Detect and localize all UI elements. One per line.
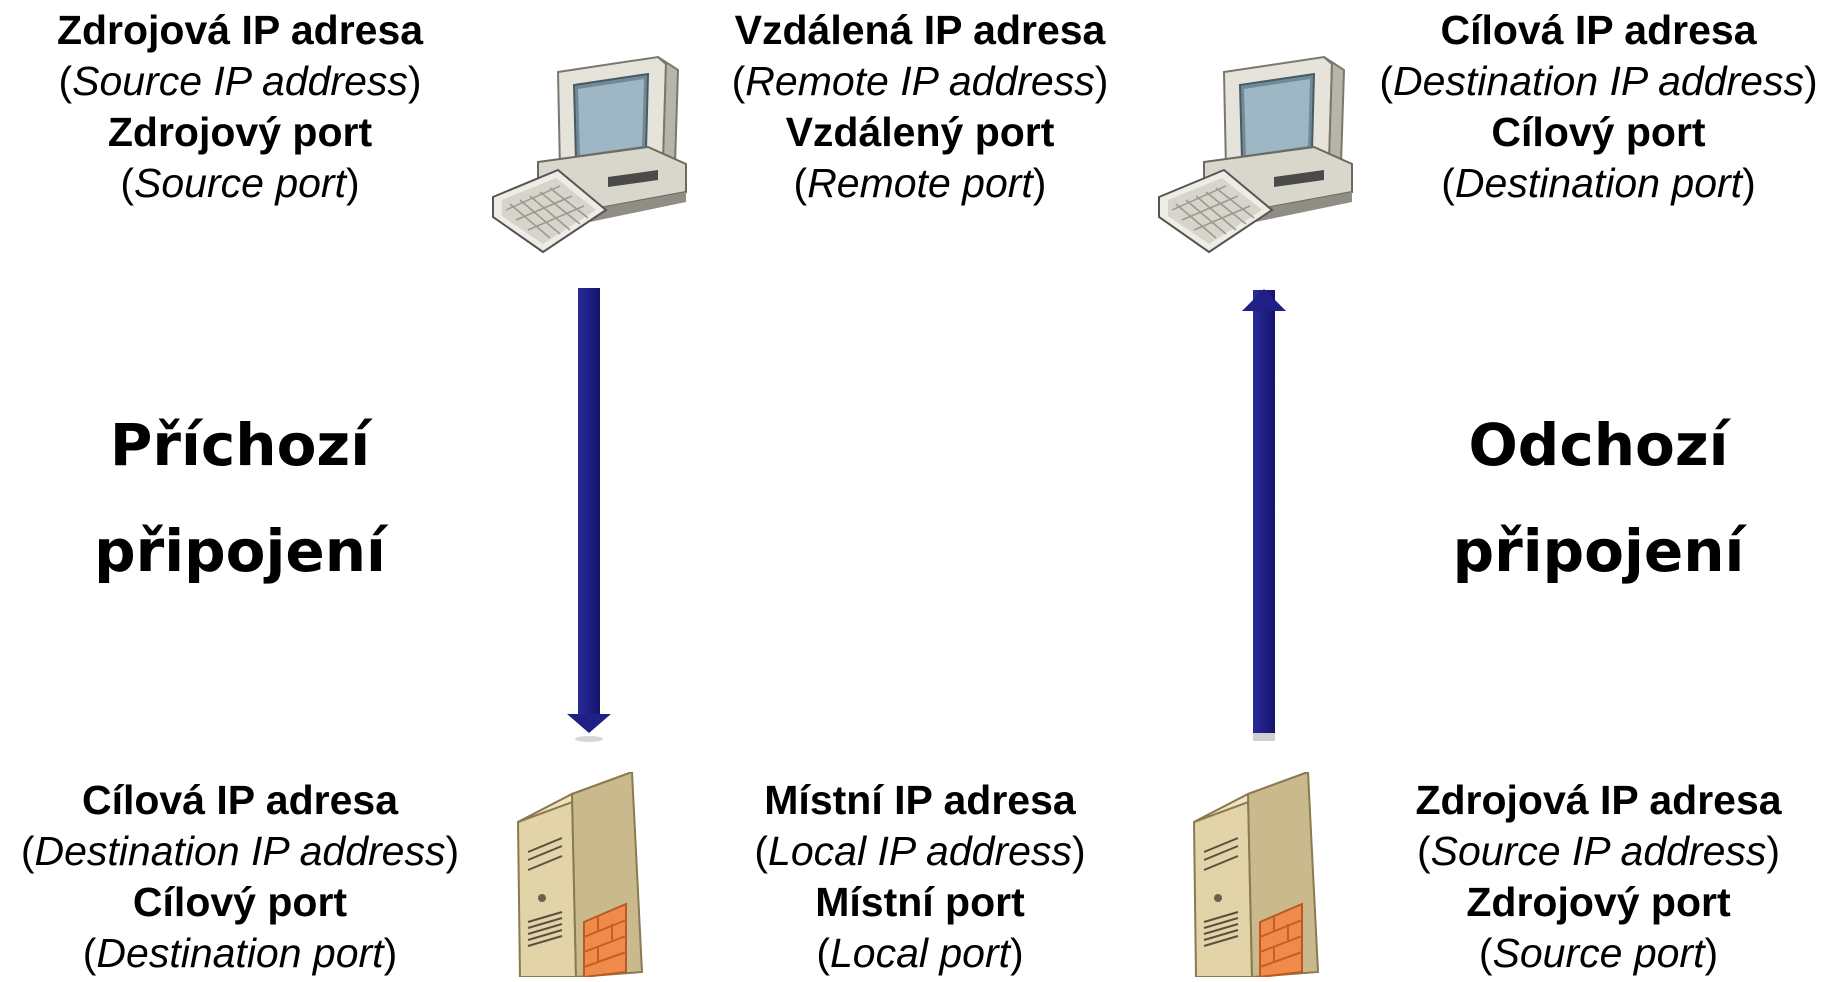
incoming-arrow [567,288,611,742]
local-source-ip-en: Source IP address [1430,828,1767,874]
local-source-ip-title: Zdrojová IP adresa [1415,777,1782,823]
remote-destination-port-en: Destination port [1454,160,1743,206]
local-destination-label: Cílová IP adresa (Destination IP address… [0,775,480,979]
local-middle-ip-title: Místní IP adresa [764,777,1076,823]
outgoing-arrow [1242,289,1286,741]
local-source-port-title: Zdrojový port [1466,879,1731,925]
incoming-line2: připojení [94,517,386,585]
local-middle-port-title: Místní port [815,879,1025,925]
local-source-port-en: Source port [1492,930,1705,976]
remote-destination-ip-title: Cílová IP adresa [1440,7,1757,53]
local-middle-label: Místní IP adresa (Local IP address) Míst… [700,775,1140,979]
desktop-computer-icon [488,52,688,254]
remote-middle-port-en: Remote port [807,160,1033,206]
server-firewall-icon [1190,770,1336,979]
local-destination-ip-title: Cílová IP adresa [81,777,399,823]
local-destination-ip-en: Destination IP address [34,828,446,874]
remote-destination-ip-en: Destination IP address [1393,58,1804,104]
remote-middle-ip-title: Vzdálená IP adresa [734,7,1106,53]
local-destination-port-en: Destination port [96,930,384,976]
remote-destination-label: Cílová IP adresa (Destination IP address… [1360,5,1837,209]
incoming-connection-label: Příchozí připojení [0,392,480,604]
remote-source-port-title: Zdrojový port [107,109,373,155]
local-source-label: Zdrojová IP adresa (Source IP address) Z… [1360,775,1837,979]
outgoing-line2: připojení [1452,517,1745,585]
outgoing-line1: Odchozí [1468,411,1729,479]
outgoing-connection-label: Odchozí připojení [1360,392,1837,604]
remote-middle-ip-en: Remote IP address [745,58,1095,104]
remote-source-ip-en: Source IP address [72,58,408,104]
local-middle-ip-en: Local IP address [768,828,1072,874]
remote-middle-label: Vzdálená IP adresa (Remote IP address) V… [700,5,1140,209]
remote-middle-port-title: Vzdálený port [785,109,1055,155]
server-firewall-icon [514,770,660,979]
remote-destination-port-title: Cílový port [1491,109,1706,155]
incoming-line1: Příchozí [109,411,371,479]
remote-source-label: Zdrojová IP adresa (Source IP address) Z… [0,5,480,209]
remote-source-ip-title: Zdrojová IP adresa [56,7,424,53]
desktop-computer-icon [1154,52,1354,254]
local-destination-port-title: Cílový port [132,879,348,925]
local-middle-port-en: Local port [829,930,1011,976]
remote-source-port-en: Source port [134,160,346,206]
